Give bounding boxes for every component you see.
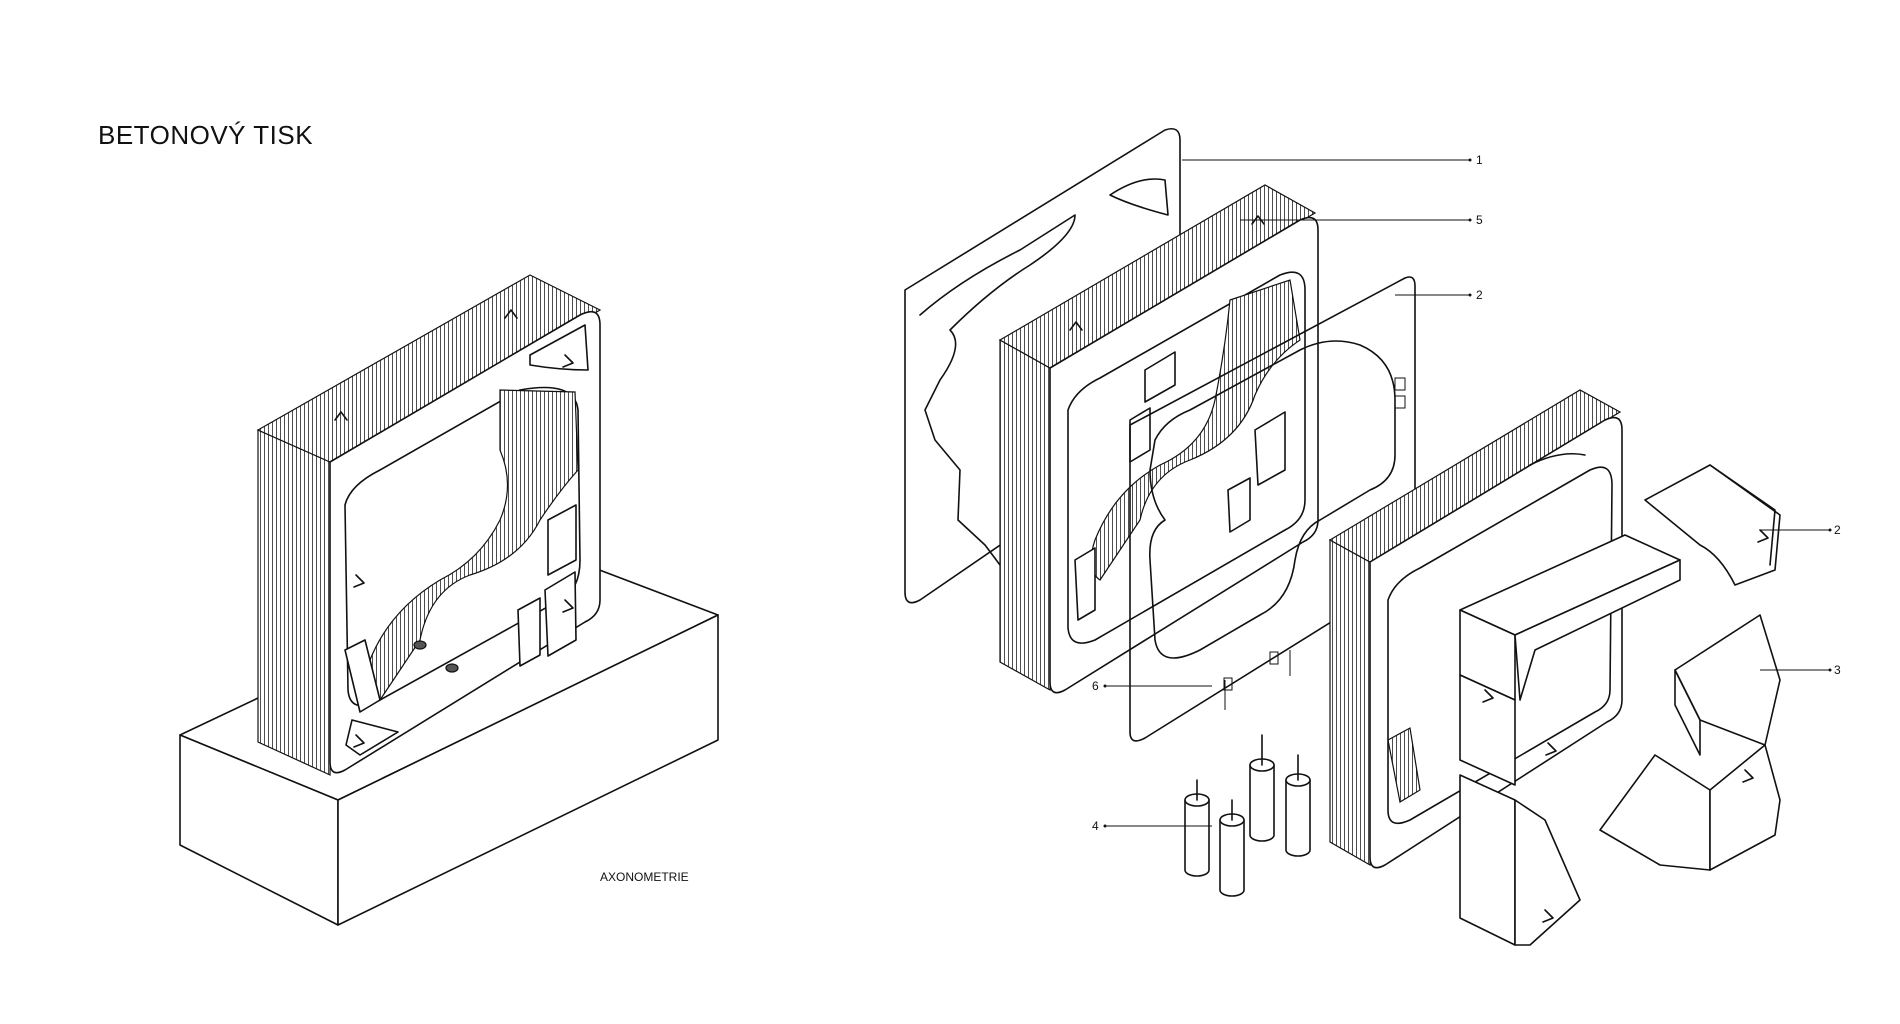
- axonometry-view: [179, 274, 719, 926]
- pin: [1249, 734, 1275, 842]
- axonometry-caption: AXONOMETRIE: [600, 870, 689, 884]
- printed-frame-exploded: [998, 184, 1319, 694]
- pin: [1219, 799, 1245, 897]
- page-title: BETONOVÝ TISK: [98, 120, 314, 150]
- hook-icon: [1069, 321, 1083, 331]
- mould-pieces: [1599, 464, 1781, 871]
- pin: [1184, 779, 1210, 877]
- hook-icon: [1251, 215, 1265, 225]
- hook-icon: [1542, 909, 1554, 923]
- pin: [1285, 754, 1311, 857]
- exploded-view: 1 5 2 6 4 2 3: [904, 127, 1841, 946]
- hook-icon: [562, 599, 574, 613]
- part-labels: 1 5 2 6 4 2 3: [1092, 153, 1841, 833]
- label-1: 1: [1476, 153, 1483, 167]
- leader-lines: [1103, 158, 1832, 828]
- pins-group: [1184, 734, 1311, 897]
- hook-icon: [1757, 529, 1769, 543]
- hook-icon: [1545, 742, 1557, 756]
- hook-icon: [1742, 769, 1754, 783]
- printed-frame: [256, 274, 602, 776]
- hook-icon: [353, 734, 365, 748]
- hook-icon: [562, 354, 574, 368]
- hook-icon: [504, 309, 518, 319]
- hook-icon: [353, 574, 365, 588]
- label-5: 5: [1476, 213, 1483, 227]
- formwork-box: [1459, 534, 1681, 946]
- hook-icon: [334, 411, 348, 421]
- label-3: 3: [1834, 663, 1841, 677]
- hook-icon: [1482, 689, 1494, 703]
- label-4: 4: [1092, 819, 1099, 833]
- label-6: 6: [1092, 679, 1099, 693]
- label-2: 2: [1476, 288, 1483, 302]
- label-2b: 2: [1834, 523, 1841, 537]
